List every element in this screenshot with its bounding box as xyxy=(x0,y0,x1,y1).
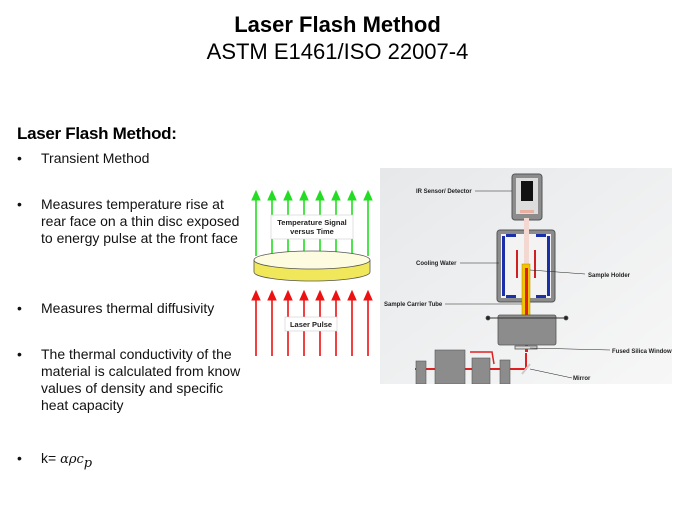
laser-arrowhead xyxy=(331,289,341,301)
section-heading: Laser Flash Method: xyxy=(17,124,177,143)
laser-beam xyxy=(525,268,528,352)
laser-flash-principle-diagram: Temperature Signal versus Time Laser Pul… xyxy=(251,190,373,356)
signal-label-line1: Temperature Signal xyxy=(277,218,346,227)
laser-arrowhead xyxy=(315,289,325,301)
laser-arrowhead xyxy=(347,289,357,301)
signal-label-box xyxy=(270,214,354,240)
signal-arrowhead xyxy=(283,190,293,201)
bullet-marker: • xyxy=(17,346,22,362)
bullet-marker: • xyxy=(17,150,22,166)
formula-symbols: αρc xyxy=(60,452,84,467)
label-sample-carrier-tube: Sample Carrier Tube xyxy=(384,302,443,308)
laser-arrowhead xyxy=(267,289,277,301)
base-fixture xyxy=(485,314,569,350)
bullet-marker: • xyxy=(17,300,22,316)
heater xyxy=(534,250,536,278)
bullet-marker: • xyxy=(17,196,22,212)
slide-title: Laser Flash Method xyxy=(234,12,441,37)
bullet-item: • Measures thermal diffusivity xyxy=(17,300,256,317)
signal-arrowhead xyxy=(315,190,325,201)
laser-arrowhead xyxy=(251,289,261,301)
signal-arrowhead xyxy=(299,190,309,201)
laser-arrowhead xyxy=(283,289,293,301)
laser-arrowhead xyxy=(363,289,373,301)
leader-lines xyxy=(445,190,611,379)
slide-subtitle: ASTM E1461/ISO 22007-4 xyxy=(206,39,469,64)
laser-source-train xyxy=(415,349,531,384)
bullet-text: Measures thermal diffusivity xyxy=(41,300,215,316)
label-mirror: Mirror xyxy=(573,376,591,382)
bullet-item: • Measures temperature rise at rear face… xyxy=(17,196,241,247)
cooling-water-coil xyxy=(547,236,550,296)
label-sample-holder: Sample Holder xyxy=(588,273,631,279)
apparatus-diagram: IR Sensor/ Detector Cooling Water Sample… xyxy=(380,168,672,384)
bullet-item: • Transient Method xyxy=(17,150,241,167)
signal-label-line2: versus Time xyxy=(290,227,334,236)
signal-arrowhead xyxy=(347,190,357,201)
mirror xyxy=(521,363,531,375)
ir-sensor xyxy=(511,173,543,221)
label-ir-sensor: IR Sensor/ Detector xyxy=(416,189,472,195)
signal-arrowhead xyxy=(251,190,261,201)
bullet-text: The thermal conductivity of the material… xyxy=(41,346,241,413)
laser-label-box xyxy=(284,316,338,332)
label-fused-silica-window: Fused Silica Window xyxy=(612,349,672,355)
signal-arrowhead xyxy=(363,190,373,201)
slide-title-block: Laser Flash Method ASTM E1461/ISO 22007-… xyxy=(0,12,675,66)
bullet-item-formula: • k= αρcp xyxy=(17,450,241,472)
heater xyxy=(516,250,518,278)
label-cooling-water: Cooling Water xyxy=(416,261,457,267)
bullet-text: Transient Method xyxy=(41,150,150,166)
cooling-water-coil xyxy=(502,236,505,296)
signal-arrowhead xyxy=(331,190,341,201)
bullet-marker: • xyxy=(17,450,22,466)
sample-disc xyxy=(253,250,371,282)
laser-label: Laser Pulse xyxy=(290,320,332,329)
bullet-item: • The thermal conductivity of the materi… xyxy=(17,346,247,414)
laser-arrowhead xyxy=(299,289,309,301)
signal-arrowhead xyxy=(267,190,277,201)
formula-subscript: p xyxy=(83,455,93,471)
bullet-text: Measures temperature rise at rear face o… xyxy=(41,196,240,246)
formula: k= αρcp xyxy=(41,450,93,471)
